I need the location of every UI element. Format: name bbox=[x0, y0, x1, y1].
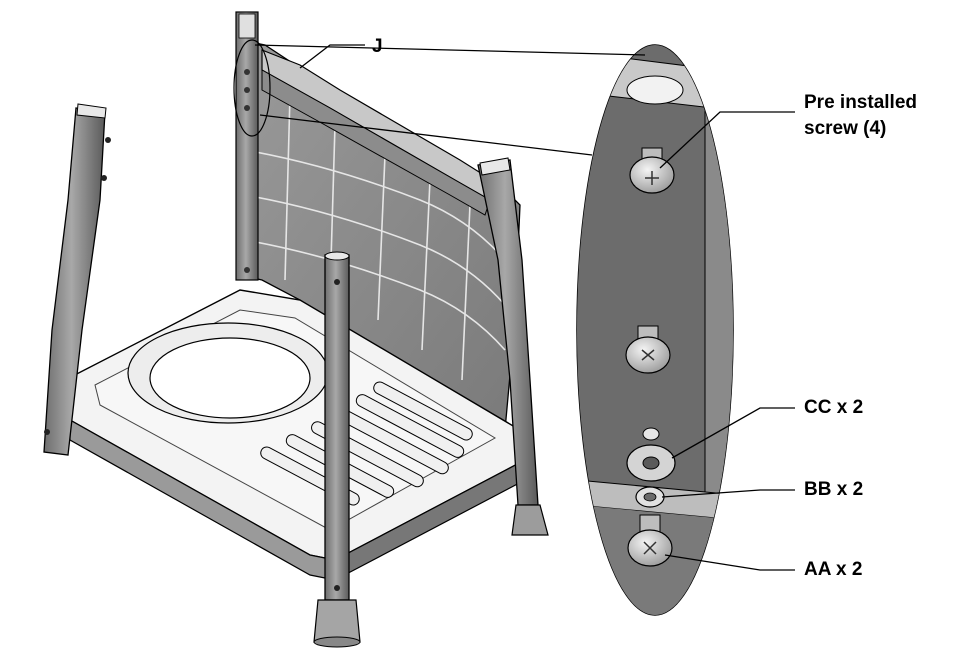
label-pre-installed-line1: Pre installed bbox=[804, 92, 917, 113]
front-leg bbox=[313, 251, 361, 648]
detail-inset bbox=[576, 44, 734, 616]
label-bb: BB x 2 bbox=[804, 479, 864, 500]
base-tray bbox=[64, 289, 526, 581]
washer-cc bbox=[626, 427, 676, 482]
left-leg bbox=[43, 103, 111, 456]
pre-installed-screw-middle bbox=[625, 325, 671, 374]
label-cc: CC x 2 bbox=[804, 397, 864, 418]
leader-lines bbox=[254, 44, 795, 571]
label-part-j: J bbox=[372, 36, 383, 57]
right-back-leg bbox=[477, 157, 549, 536]
label-aa: AA x 2 bbox=[804, 559, 863, 580]
screw-aa bbox=[627, 514, 673, 567]
washer-bb bbox=[635, 486, 665, 508]
back-panel bbox=[233, 11, 521, 431]
label-pre-installed-line2: screw (4) bbox=[804, 118, 887, 139]
